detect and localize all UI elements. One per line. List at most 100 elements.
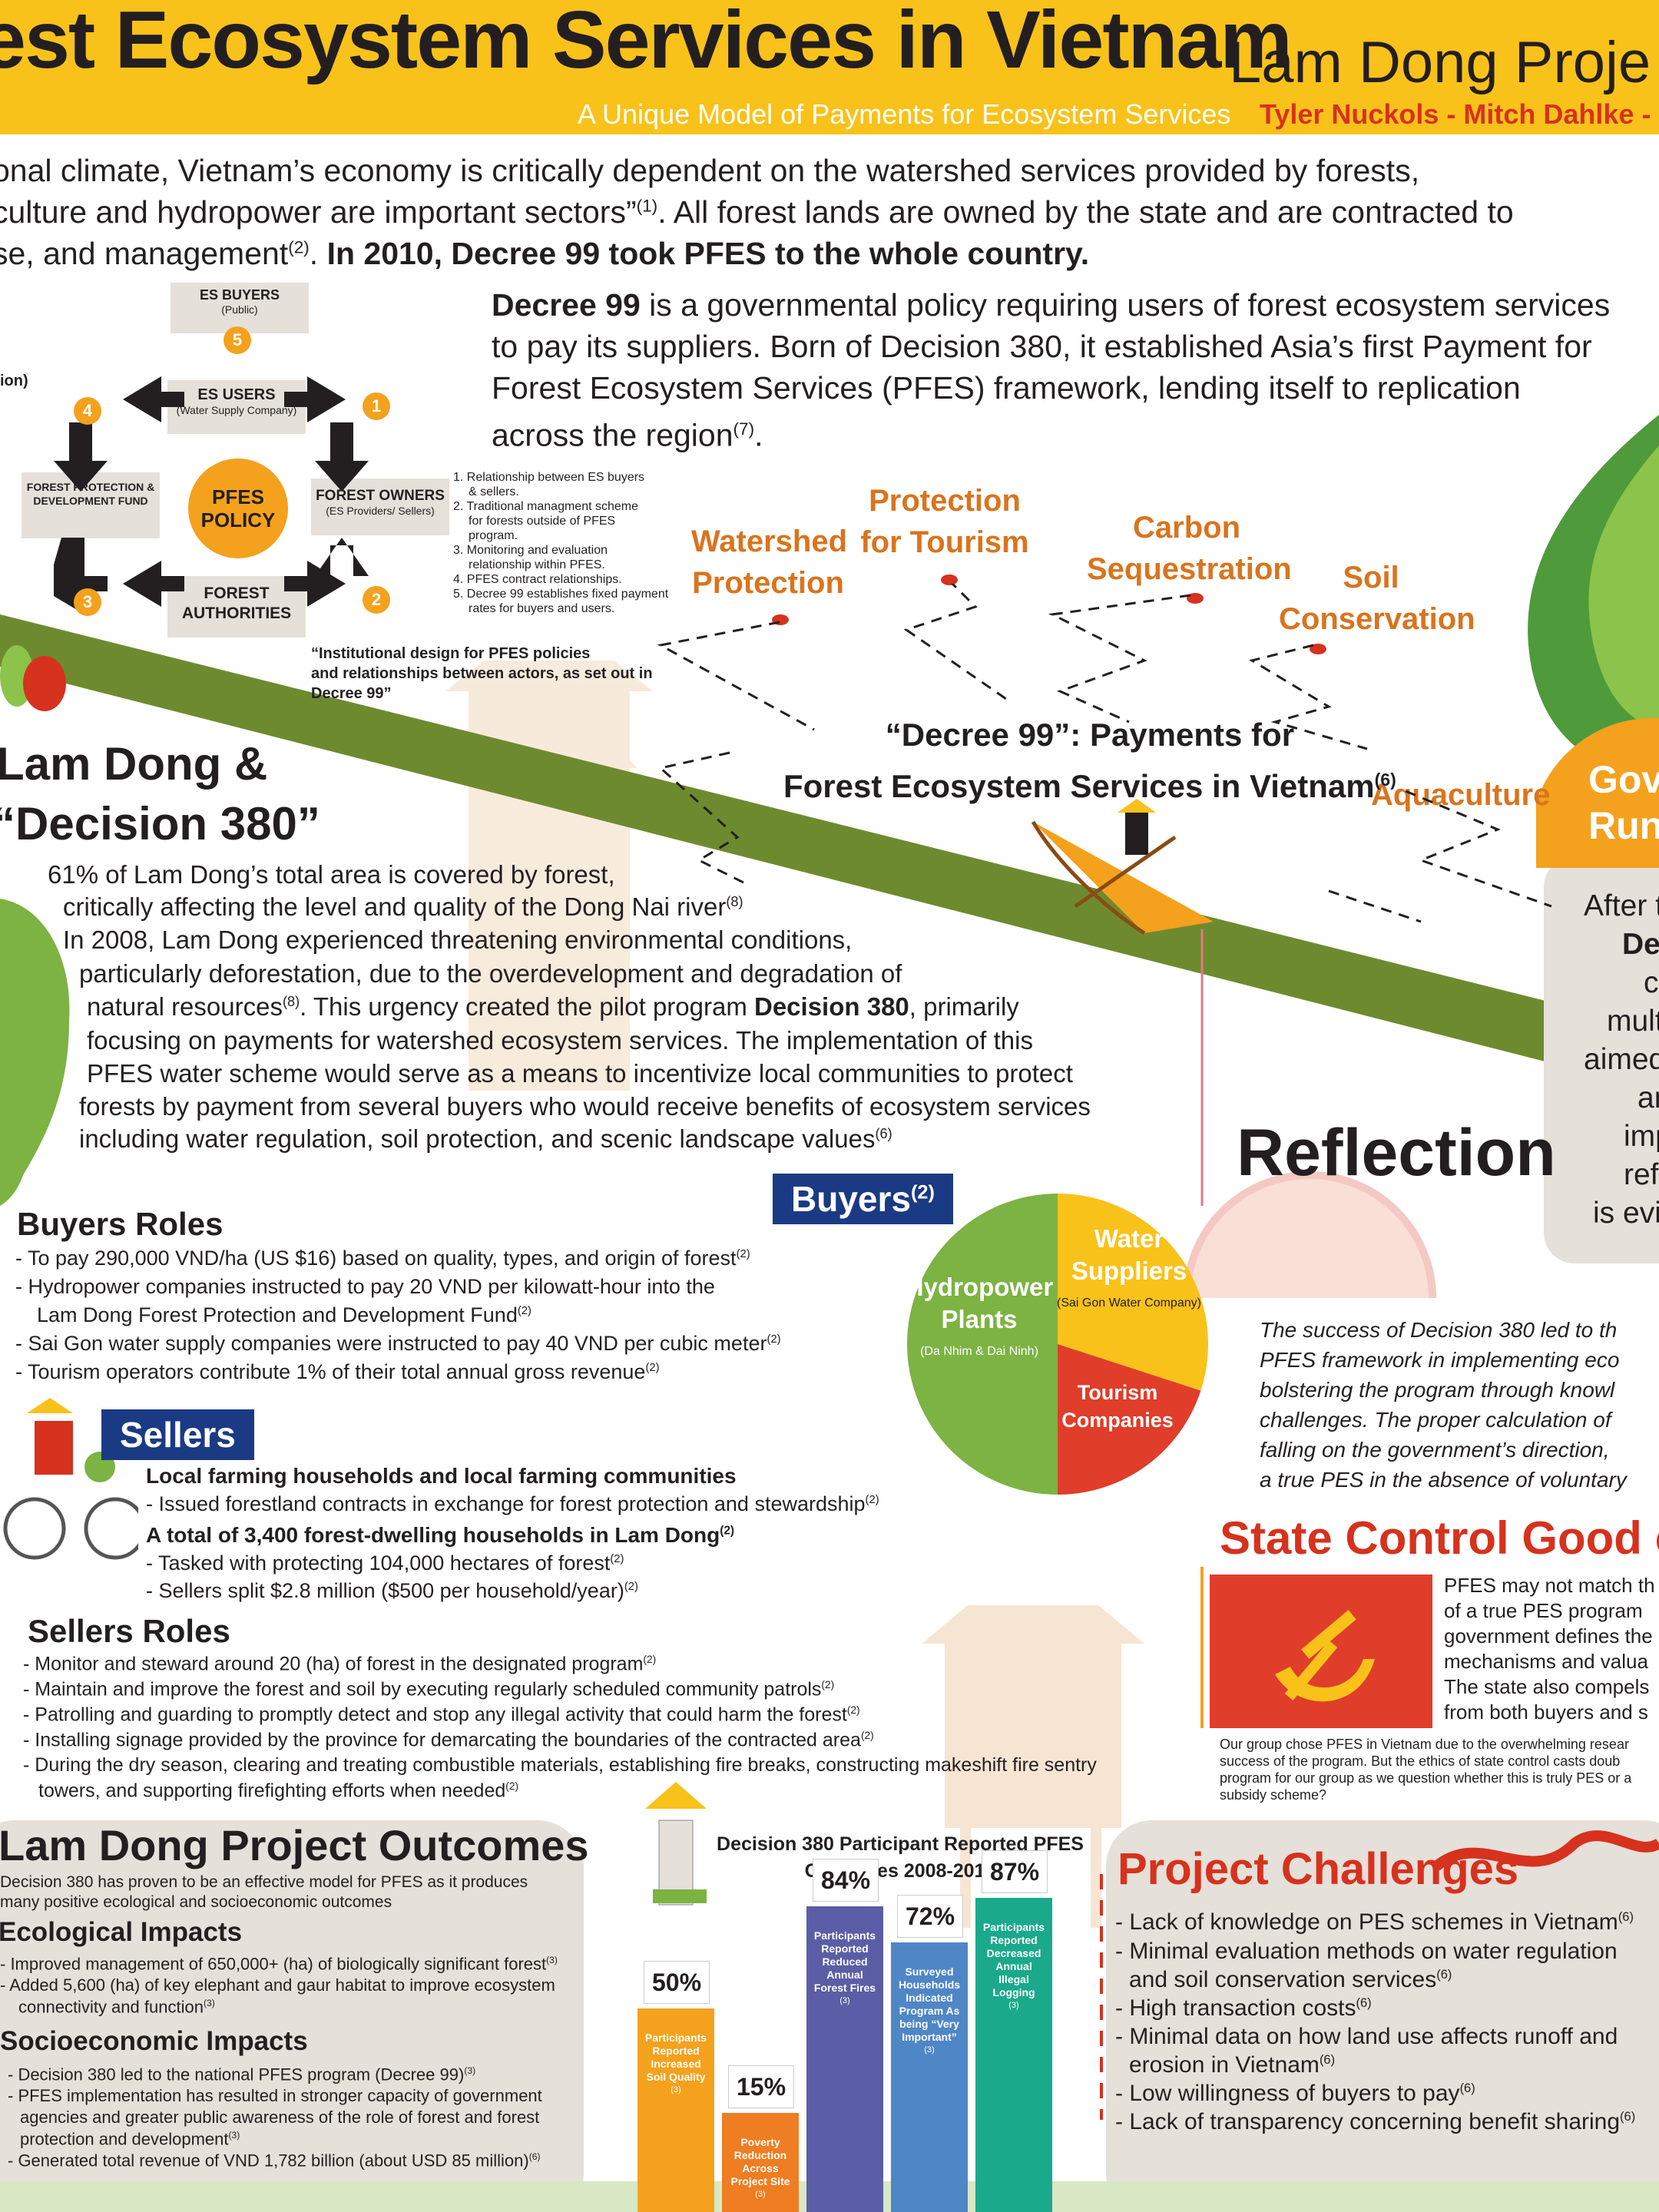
socio-impact: protection and development(3): [20, 2129, 240, 2149]
outcomes-title: Lam Dong Project Outcomes: [0, 1821, 589, 1869]
buyers-role: - To pay 290,000 VND/ha (US $16) based o…: [15, 1247, 750, 1270]
outcomes-intro-1: Decision 380 has proven to be an effecti…: [0, 1873, 528, 1891]
intro-line-1: onal climate, Vietnam’s economy is criti…: [0, 153, 1420, 188]
lamdong-p9: including water regulation, soil protect…: [79, 1124, 892, 1153]
lamdong-p4: particularly deforestation, due to the o…: [79, 959, 902, 988]
eco-impact: - Added 5,600 (ha) of key elephant and g…: [0, 1975, 555, 1995]
buyers-roles-title: Buyers Roles: [17, 1206, 224, 1242]
page-title: est Ecosystem Services in Vietnam: [0, 0, 1293, 85]
lamdong-p7: PFES water scheme would serve as a means…: [87, 1059, 1073, 1088]
buyers-tag: Buyers(2): [773, 1174, 953, 1224]
diagonal-band: [0, 614, 1659, 1091]
group-note: Our group chose PFES in Vietnam due to t…: [1220, 1737, 1632, 1803]
bar-value-label: 50%: [644, 1961, 710, 2004]
gov-title: GoveRun P: [1588, 758, 1659, 847]
bar-category-label: Participants Reported Reduced Annual For…: [811, 1929, 879, 2008]
eco-impact: connectivity and function(3): [18, 1997, 215, 2017]
bar-ref: (3): [924, 2045, 935, 2055]
reflection-title: Reflection: [1237, 1116, 1556, 1190]
bar-0: [637, 2008, 714, 2212]
bar-category-label: Participants Reported Increased Soil Qua…: [642, 2032, 710, 2097]
decree-center-title: “Decree 99”: Payments for Forest Ecosyst…: [783, 717, 1396, 804]
pie-label-hydropower: Hydropower Plants(Da Nhim & Dai Ninh): [905, 1273, 1054, 1358]
pie-label-water: Water Suppliers(Sai Gon Water Company): [1057, 1224, 1201, 1310]
dragon-illustration: [1432, 1830, 1659, 1871]
socio-impact: - Generated total revenue of VND 1,782 b…: [8, 2151, 541, 2171]
outcomes-bar-chart: 50% Participants Reported Increased Soil …: [637, 1850, 1068, 2212]
service-aquaculture: Aquaculture: [1371, 778, 1551, 812]
service-connectors: [657, 584, 1552, 923]
diagram-cut-label: ion): [0, 373, 28, 389]
sellers-line-1: - Issued forestland contracts in exchang…: [146, 1492, 879, 1515]
bar-value-label: 72%: [897, 1895, 963, 1938]
diagram-arrows: [54, 376, 369, 614]
service-soil: Soil Conservation: [1279, 561, 1475, 636]
step-4-badge: 4: [74, 397, 101, 425]
forest-owners-box: FOREST OWNERS(ES Providers/ Sellers): [311, 478, 449, 535]
buyers-role: - Sai Gon water supply companies were in…: [15, 1332, 781, 1355]
pie-slice-1: [1058, 1344, 1201, 1495]
challenge-item: - Lack of transparency concerning benefi…: [1115, 2109, 1636, 2134]
socio-impact: - Decision 380 led to the national PFES …: [8, 2065, 476, 2085]
stilt-house-illustration: [922, 1605, 1144, 1928]
bar-ref: (3): [1008, 2001, 1019, 2010]
forest-authorities-box: FOREST AUTHORITIES: [167, 576, 306, 637]
challenge-item: - Low willingness of buyers to pay(6): [1115, 2081, 1475, 2106]
bar-2: [806, 1906, 883, 2212]
challenges-panel: [1106, 1820, 1659, 2212]
lamdong-p3: In 2008, Lam Dong experienced threatenin…: [63, 926, 853, 954]
service-dot: [1310, 644, 1326, 654]
farmer-illustration: [645, 1782, 707, 1906]
socio-impacts-title: Socioeconomic Impacts: [0, 2026, 308, 2056]
fan-illustration: [1183, 1171, 1436, 1299]
step-5-badge: 5: [224, 326, 251, 354]
lamdong-p8: forests by payment from several buyers w…: [79, 1092, 1091, 1121]
outcomes-intro-2: many positive ecological and socioeconom…: [0, 1893, 392, 1911]
lamdong-p5: natural resources(8). This urgency creat…: [87, 992, 1019, 1021]
gov-text: After t De c mult aimed an imp refin is …: [1584, 889, 1659, 1230]
step-2-badge: 2: [363, 586, 390, 614]
es-buyers-box: ES BUYERS(Public): [171, 283, 309, 333]
lamdong-title-1: Lam Dong &: [0, 738, 268, 790]
eco-impacts-title: Ecological Impacts: [0, 1917, 243, 1947]
sellers-heading-2: A total of 3,400 forest-dwelling househo…: [146, 1523, 735, 1547]
page-subtitle: Lam Dong Proje: [1229, 30, 1651, 95]
bar-ref: (3): [671, 2085, 681, 2094]
decree-text: Decree 99 is a governmental policy requi…: [492, 287, 1611, 453]
intro-line-2: culture and hydropower are important sec…: [0, 194, 1514, 230]
es-users-box: ES USERS(Water Supply Company): [167, 380, 306, 434]
bar-category-label: Participants Reported Decreased Annual I…: [980, 1921, 1048, 2012]
bar-1: [722, 2113, 799, 2212]
fund-box: FOREST PROTECTION & DEVELOPMENT FUND: [22, 472, 160, 538]
lamdong-p1: 61% of Lam Dong’s total area is covered …: [48, 860, 615, 889]
challenges-title: Project Challenges: [1118, 1844, 1519, 1894]
service-tourism: Protection for Tourism: [860, 484, 1029, 559]
sellers-line-3: - Sellers split $2.8 million ($500 per h…: [146, 1579, 638, 1602]
tagline: A Unique Model of Payments for Ecosystem…: [578, 98, 1231, 130]
challenge-item: - Lack of knowledge on PES schemes in Vi…: [1115, 1909, 1634, 1935]
challenge-item: erosion in Vietnam(6): [1129, 2052, 1336, 2078]
service-carbon: Carbon Sequestration: [1087, 511, 1292, 586]
bar-3: [891, 1942, 968, 2212]
sellers-role: - Patrolling and guarding to promptly de…: [23, 1704, 860, 1726]
intro-line-3: se, and management(2). In 2010, Decree 9…: [0, 236, 1090, 271]
header-bar: [0, 0, 1659, 134]
socio-impact: - PFES implementation has resulted in st…: [8, 2086, 542, 2105]
hammer-sickle-icon: [1275, 1610, 1375, 1702]
bar-ref: (3): [755, 2190, 766, 2199]
challenge-item: - High transaction costs(6): [1115, 1995, 1372, 2021]
sellers-tag: Sellers: [101, 1409, 254, 1460]
bar-value-label: 87%: [982, 1850, 1048, 1893]
authors: Tyler Nuckols - Mitch Dahlke - Kayla: [1260, 98, 1659, 130]
boat-illustration: [1031, 799, 1214, 935]
sellers-heading-1: Local farming households and local farmi…: [146, 1464, 737, 1488]
bar-ref: (3): [839, 1996, 850, 2005]
challenge-item: - Minimal evaluation methods on water re…: [1115, 1939, 1618, 1964]
step-3-badge: 3: [74, 588, 101, 616]
sellers-role: - During the dry season, clearing and tr…: [23, 1754, 1097, 1776]
buyers-pie-chart: [907, 1194, 1208, 1495]
state-control-title: State Control Good or: [1220, 1512, 1659, 1564]
bar-value-label: 84%: [813, 1859, 879, 1902]
sellers-role: - Installing signage provided by the pro…: [23, 1729, 874, 1751]
